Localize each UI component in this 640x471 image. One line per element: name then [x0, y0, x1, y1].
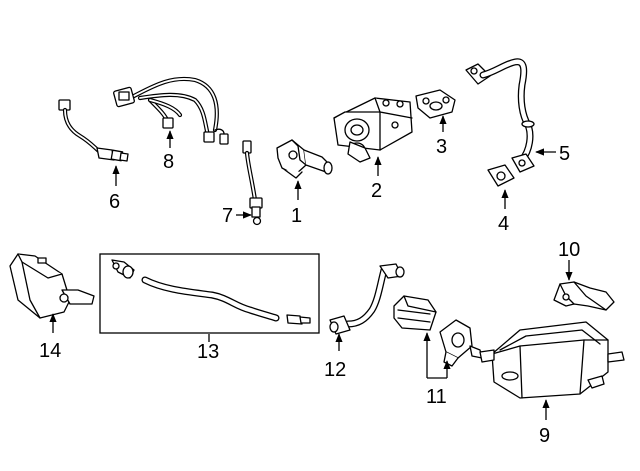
callout-1: 1 [291, 180, 302, 227]
callout-10: 10 [558, 239, 580, 281]
part-13-frame [99, 253, 320, 334]
callout-8-label: 8 [163, 151, 174, 173]
air-valve-2-part [333, 97, 413, 163]
callout-1-label: 1 [291, 205, 302, 227]
callout-13: 13 [197, 334, 219, 363]
callout-2: 2 [371, 156, 382, 202]
callout-9-label: 9 [539, 425, 550, 447]
bracket-14-part [9, 253, 95, 319]
callout-10-label: 10 [558, 239, 580, 261]
hose-kit-13-part [99, 253, 320, 334]
gasket-4-part [487, 164, 515, 187]
callout-4-label: 4 [498, 213, 509, 235]
callout-12-label: 12 [324, 359, 346, 381]
vsv-valve-1-part [276, 139, 333, 179]
callout-5: 5 [535, 143, 570, 165]
callout-13-label: 13 [197, 341, 219, 363]
callout-14: 14 [39, 313, 61, 362]
callout-6-label: 6 [109, 191, 120, 213]
hose-12-part [329, 263, 405, 335]
gasket-3-part [415, 89, 456, 119]
callout-2-label: 2 [371, 180, 382, 202]
wiring-harness-part [113, 76, 229, 145]
oxygen-sensor-6-part [58, 99, 129, 162]
callout-6: 6 [109, 165, 120, 213]
pipe-5-part [465, 58, 535, 173]
callout-7-label: 7 [222, 205, 233, 227]
callout-3: 3 [436, 115, 447, 158]
callout-4: 4 [498, 189, 509, 235]
callout-5-label: 5 [559, 143, 570, 165]
callout-8: 8 [163, 130, 174, 173]
vsv-11-part [393, 295, 483, 367]
callout-3-label: 3 [436, 136, 447, 158]
callout-9: 9 [539, 399, 550, 447]
callout-11-label: 11 [426, 386, 447, 408]
canister-9-part [479, 321, 625, 399]
callout-12: 12 [324, 333, 346, 381]
callout-7: 7 [222, 205, 252, 227]
bracket-10-part [553, 281, 615, 311]
oxygen-sensor-7-part [242, 140, 263, 226]
callout-11: 11 [423, 332, 451, 408]
callout-14-label: 14 [39, 340, 61, 362]
